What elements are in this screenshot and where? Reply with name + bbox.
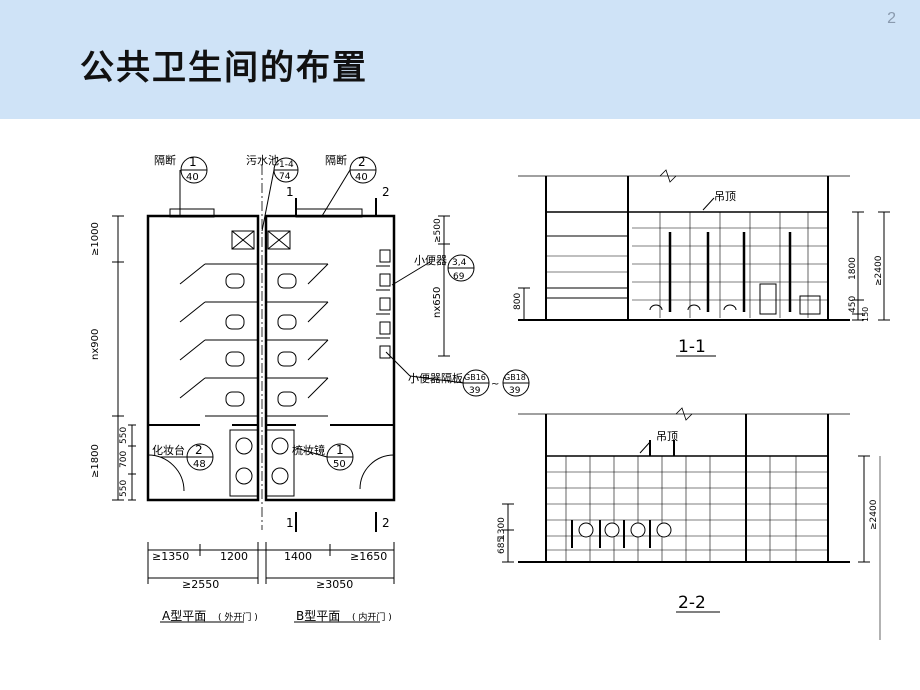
cut-mark-1-top: 1: [286, 185, 294, 199]
dim-left-1800: ≥1800: [90, 444, 101, 478]
ref-tilde: ~: [491, 379, 499, 390]
title-banner: [0, 0, 920, 119]
dim-left-nx900: nx900: [90, 329, 101, 360]
section1-dim-150: 150: [861, 307, 870, 322]
ref-gb18-top: GB18: [504, 373, 526, 382]
section2-ceiling-label: 吊顶: [656, 430, 678, 443]
toilet-a3: [225, 351, 245, 367]
section1-dim-450: 450: [848, 296, 858, 313]
section2-dim-685: 685: [497, 537, 507, 554]
ref-1-top: 1: [189, 155, 197, 169]
toilet-tank: [759, 283, 777, 315]
dim-right-nx650: nx650: [432, 287, 443, 318]
dim-left-1000: ≥1000: [90, 222, 101, 256]
dim-left-700: 700: [119, 451, 129, 468]
cut-mark-2-bottom: 2: [382, 516, 390, 530]
dim-bottom-1400: 1400: [284, 550, 312, 563]
label-mirror: 梳妆镜: [292, 443, 325, 457]
ref-urinal-bot: 69: [453, 272, 465, 282]
mop-sink-b: [267, 230, 291, 250]
urinal-1: [578, 522, 594, 538]
plan-a-note: ( 外开门 ): [218, 611, 258, 623]
slide-title: 公共卫生间的布置: [80, 48, 368, 88]
ref-sink-top: 1-4: [279, 160, 294, 170]
vanity-counter-a: [229, 429, 259, 497]
floor-plan: [112, 156, 530, 623]
dim-bottom-3050: ≥3050: [316, 578, 353, 591]
plan-b-note: ( 内开门 ): [352, 611, 392, 623]
dim-bottom-1200: 1200: [220, 550, 248, 563]
ref-1-bot: 40: [186, 172, 199, 183]
dim-bottom-1650: ≥1650: [350, 550, 387, 563]
mop-sink-a: [231, 230, 255, 250]
label-vanity: 化妆台: [152, 443, 185, 457]
plan-a-walls: [146, 214, 260, 502]
ref-mirror-top: 1: [336, 443, 344, 457]
toilet-a4: [225, 391, 245, 407]
section-1-1: [518, 169, 890, 357]
section2-dim-2400: ≥2400: [869, 499, 879, 530]
ref-gb16-bot: 39: [469, 386, 481, 396]
label-mop-sink: 污水池: [246, 154, 279, 167]
dim-left-550b: 550: [119, 480, 129, 497]
label-urinal: 小便器: [414, 254, 447, 267]
label-partition-left: 隔断: [154, 153, 176, 167]
toilet-b4: [277, 391, 297, 407]
toilet-b3: [277, 351, 297, 367]
dim-bottom-2550: ≥2550: [182, 578, 219, 591]
section2-dim-1300: 1300: [497, 517, 507, 540]
ref-sink-bot: 74: [279, 172, 291, 182]
section1-title: 1-1: [678, 337, 706, 357]
ref-vanity-top: 2: [195, 443, 203, 457]
ref-vanity-bot: 48: [193, 459, 206, 470]
toilet-b2: [277, 314, 297, 330]
plan-b-title: B型平面: [296, 609, 340, 623]
dim-right-500: ≥500: [433, 218, 443, 243]
ref-gb16-top: GB16: [464, 373, 486, 382]
urinal-2: [604, 522, 620, 538]
ref-gb18-bot: 39: [509, 386, 521, 396]
door-swing-b: [359, 454, 395, 490]
ref-urinal-top: 3,4: [452, 258, 467, 268]
section2-title: 2-2: [678, 593, 706, 613]
plan-a-title: A型平面: [162, 609, 206, 623]
fixture: [799, 295, 821, 315]
section1-dim-800: 800: [513, 293, 523, 310]
plan-b-walls: [264, 214, 396, 502]
urinal-4: [656, 522, 672, 538]
cut-mark-2-top: 2: [382, 185, 390, 199]
toilet-a1: [225, 273, 245, 289]
urinal-3: [630, 522, 646, 538]
ref-2-top: 2: [358, 155, 366, 169]
dim-left-550a: 550: [119, 427, 129, 444]
restroom-drawing: 隔断 污水池 隔断 小便器 小便器隔板 化妆台 梳妆镜 1 40 2 40 1-…: [90, 153, 890, 640]
label-partition-right: 隔断: [325, 153, 347, 167]
page-number: 2: [887, 10, 896, 27]
section1-dim-2400: ≥2400: [874, 255, 884, 286]
label-urinal-partition: 小便器隔板: [408, 371, 463, 385]
urinal-row: [376, 249, 391, 359]
window-a: [169, 208, 215, 218]
dim-bottom-1350: ≥1350: [152, 550, 189, 563]
section1-dim-1800: 1800: [848, 257, 858, 280]
ref-2-bot: 40: [355, 172, 368, 183]
toilet-b1: [277, 273, 297, 289]
section-2-2: [502, 407, 881, 640]
ref-mirror-bot: 50: [333, 459, 346, 470]
cut-mark-1-bottom: 1: [286, 516, 294, 530]
door-swing-a: [147, 454, 185, 492]
vanity-counter-b: [265, 429, 295, 497]
toilet-a2: [225, 314, 245, 330]
section1-ceiling-label: 吊顶: [714, 190, 736, 203]
